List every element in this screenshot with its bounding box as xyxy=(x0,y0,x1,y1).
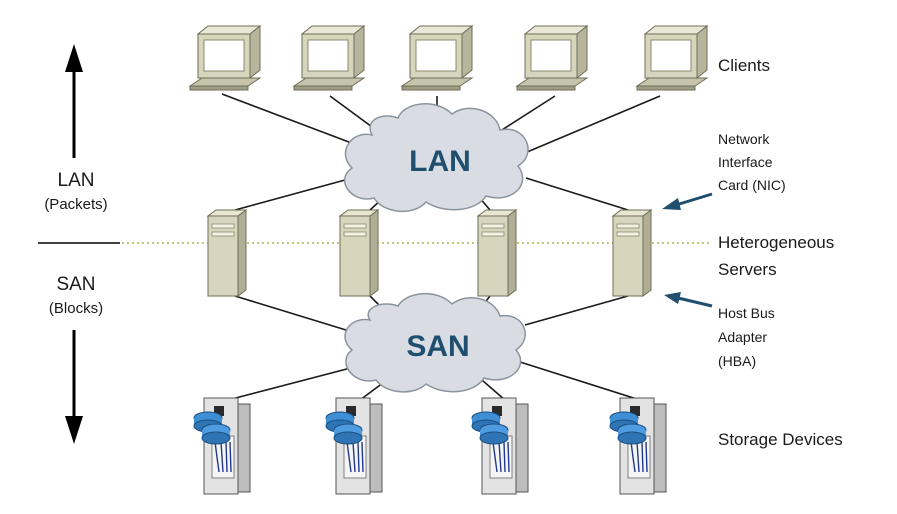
nic-pointer-arrow xyxy=(662,192,713,210)
lan-cloud-label: LAN xyxy=(409,145,471,178)
lan-axis-subtitle: (Packets) xyxy=(44,196,107,213)
san-cloud-label: SAN xyxy=(406,330,469,363)
nic-label-line3: Card (NIC) xyxy=(718,177,786,193)
server-tower-icon xyxy=(612,209,652,297)
san-axis-subtitle: (Blocks) xyxy=(49,300,103,317)
client-laptop-icon xyxy=(401,25,473,91)
clients-label: Clients xyxy=(718,56,770,75)
lan-cloud-icon: LAN xyxy=(344,103,529,213)
client-laptop-icon xyxy=(516,25,588,91)
san-cloud-icon: SAN xyxy=(344,292,526,393)
server-tower-icon xyxy=(207,209,247,297)
hba-label-line1: Host Bus xyxy=(718,305,775,321)
server-tower-icon xyxy=(339,209,379,297)
hba-label-line2: Adapter xyxy=(718,329,767,345)
nic-label-line2: Interface xyxy=(718,154,773,170)
san-down-arrow xyxy=(65,330,83,444)
hba-pointer-arrow xyxy=(664,292,713,308)
server-tower-icon xyxy=(477,209,517,297)
storage-array-icon xyxy=(325,397,383,495)
client-laptop-icon xyxy=(636,25,708,91)
lan-up-arrow xyxy=(65,44,83,158)
hba-label-line3: (HBA) xyxy=(718,353,756,369)
lan-axis-title: LAN xyxy=(58,170,95,191)
storage-label: Storage Devices xyxy=(718,430,843,449)
storage-array-icon xyxy=(609,397,667,495)
servers-label-line1: Heterogeneous xyxy=(718,233,834,252)
storage-array-icon xyxy=(193,397,251,495)
client-laptop-icon xyxy=(189,25,261,91)
san-axis-title: SAN xyxy=(56,274,95,295)
nic-label-line1: Network xyxy=(718,131,770,147)
storage-array-icon xyxy=(471,397,529,495)
client-laptop-icon xyxy=(293,25,365,91)
servers-label-line2: Servers xyxy=(718,260,777,279)
